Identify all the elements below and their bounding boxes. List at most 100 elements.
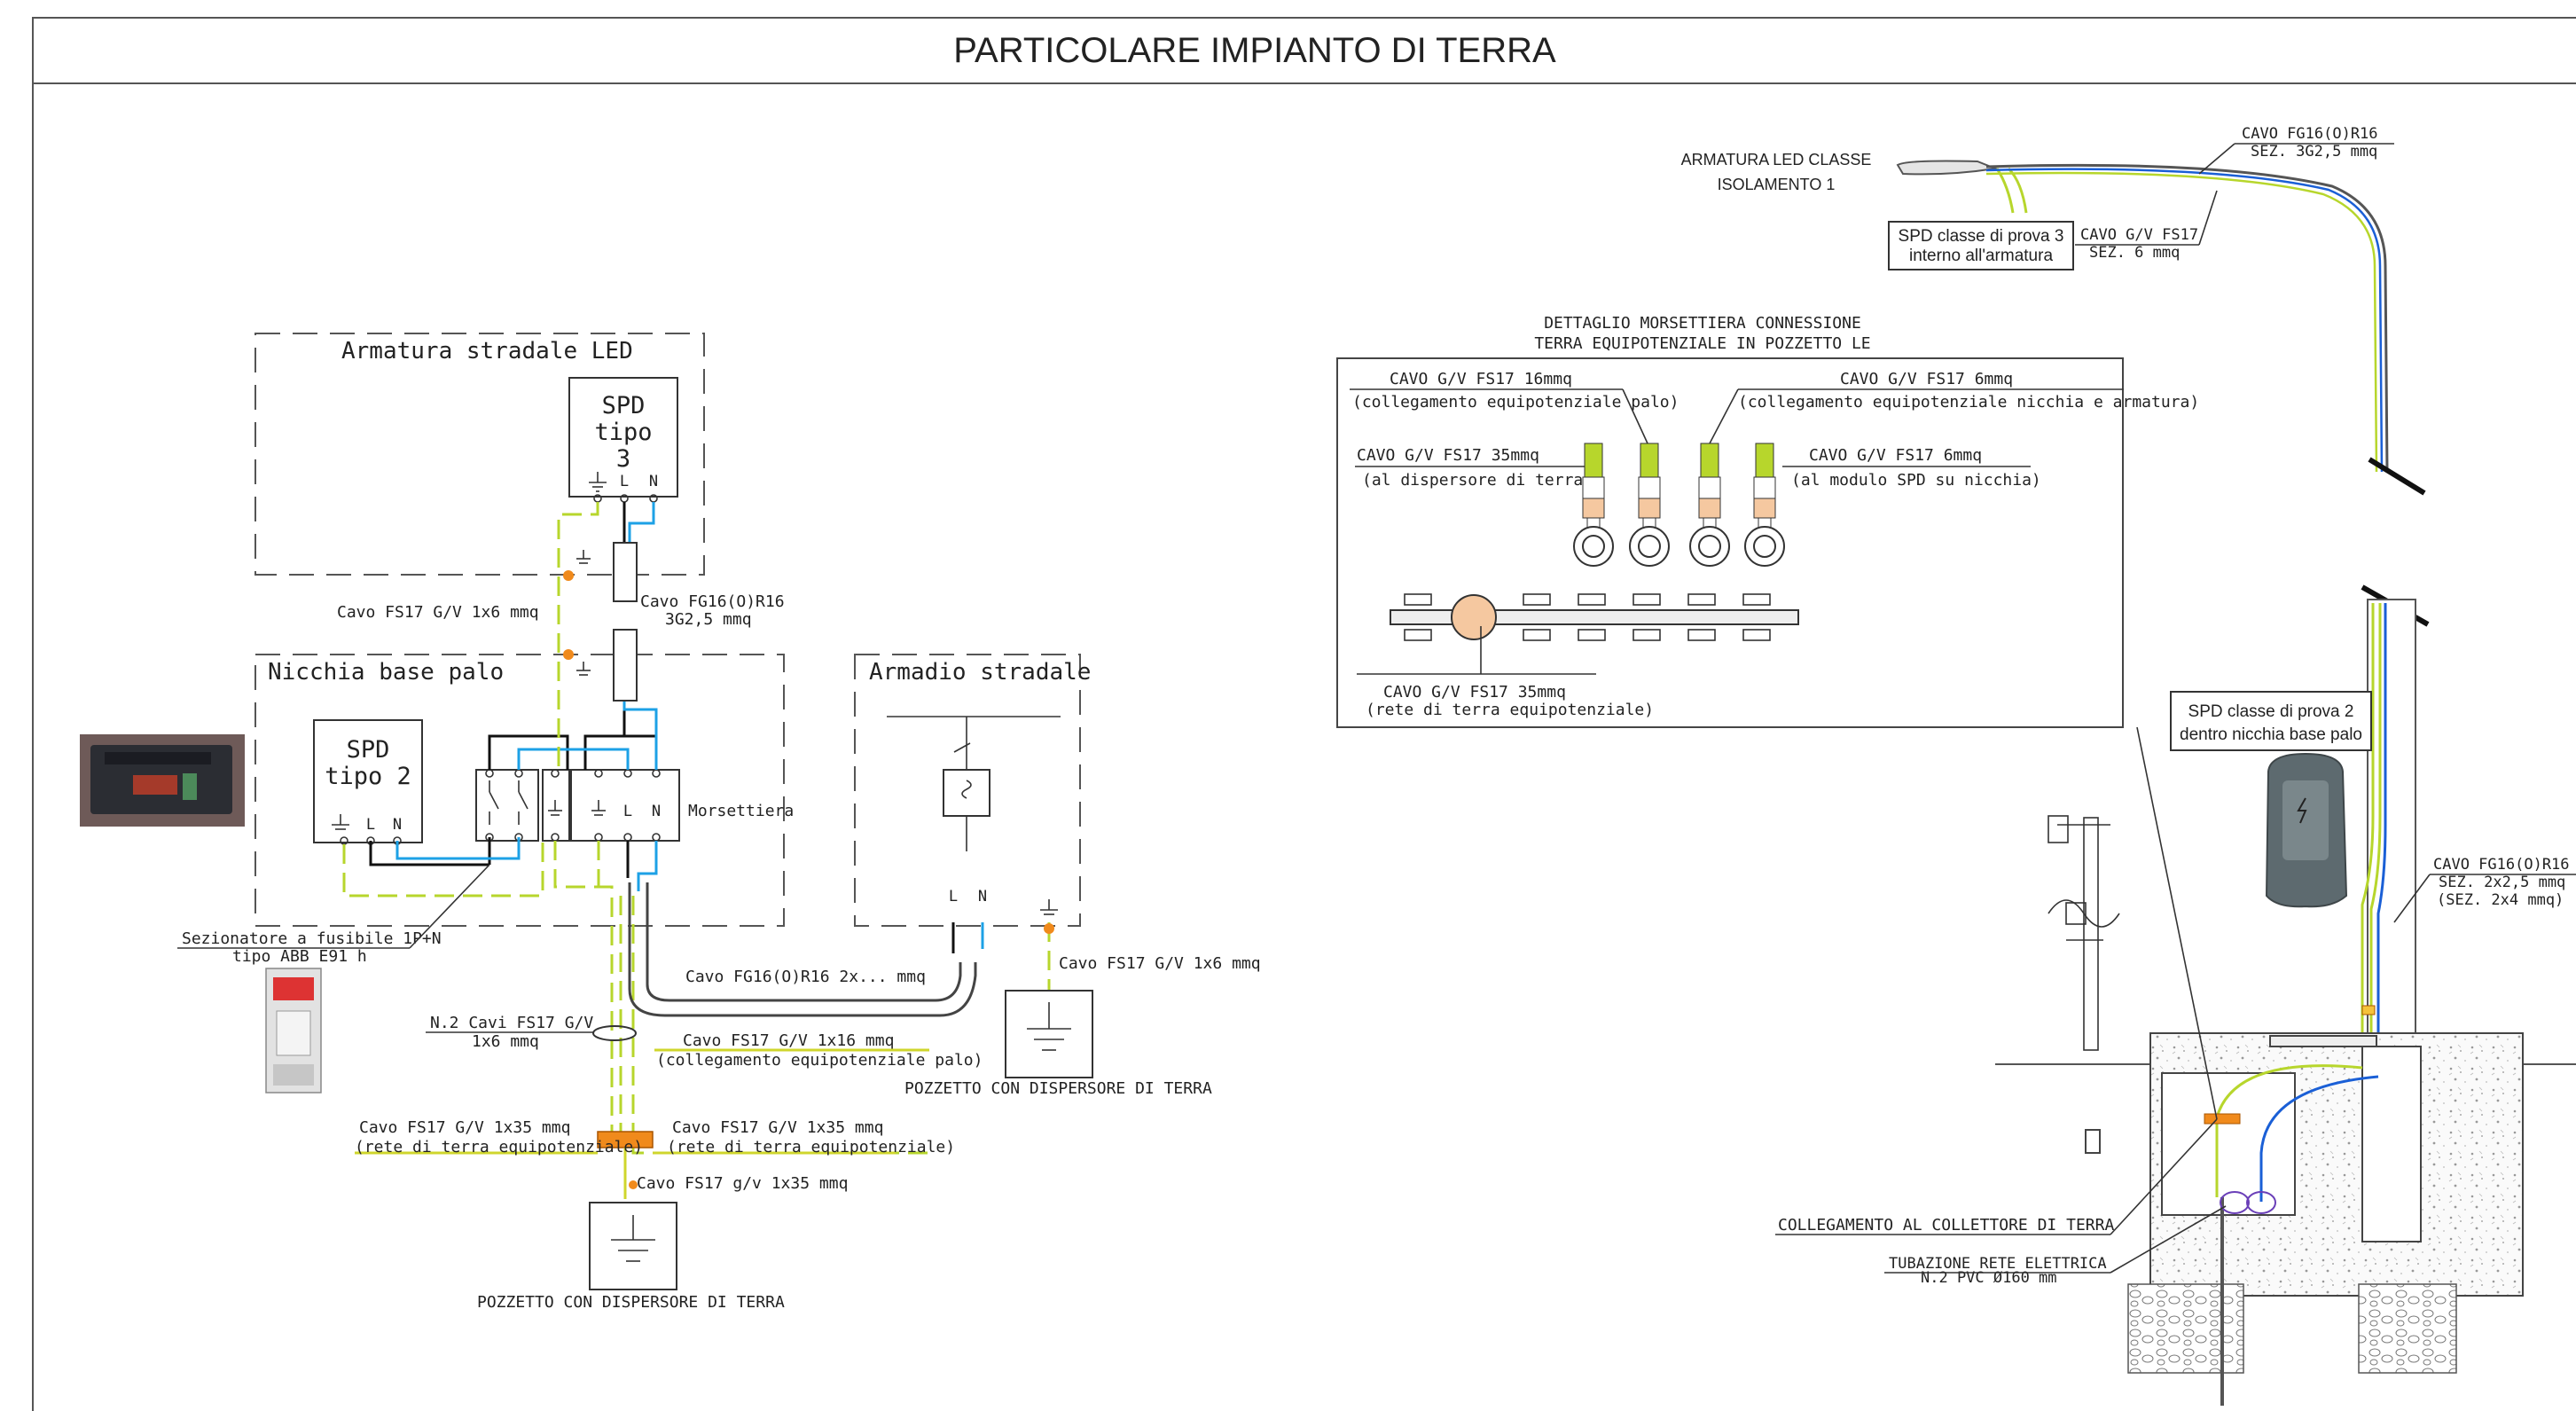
cable-sleeve <box>613 629 638 702</box>
label-n2-cavi-a: N.2 Cavi FS17 G/V <box>430 1014 593 1032</box>
detail-rete-a: CAVO G/V FS17 35mmq <box>1383 683 1566 702</box>
earth-icon <box>591 800 606 816</box>
armadio-term-l: L <box>949 888 958 905</box>
pole-cavo-pole-c: (SEZ. 2x4 mmq) <box>2437 891 2564 909</box>
fuse-disconnector-photo <box>265 968 322 1094</box>
earth-busbar <box>1357 593 1799 675</box>
label-cavo-1x16-a: Cavo FS17 G/V 1x16 mmq <box>683 1031 894 1050</box>
pole-arm <box>1985 163 2389 473</box>
earth-pit-icon <box>611 1215 655 1262</box>
underground-cable <box>628 882 977 1017</box>
detail-c16-a: CAVO G/V FS17 16mmq <box>1390 370 1572 388</box>
pole-cavo-top-a: CAVO FG16(O)R16 <box>2242 125 2378 143</box>
ground-bar <box>542 769 570 842</box>
armatura-box-label: Armatura stradale LED <box>341 338 633 365</box>
pole-collettore: COLLEGAMENTO AL COLLETTORE DI TERRA <box>1778 1216 2114 1235</box>
spd3-label-2: tipo <box>594 419 652 446</box>
armadio-box <box>854 654 1081 927</box>
pole-socket <box>2361 1046 2422 1242</box>
pole-wire-blue <box>2376 603 2387 1077</box>
morsettiera-term-l: L <box>623 803 632 820</box>
leader-detail-to-pit <box>2136 726 2218 1120</box>
earth-icon <box>548 800 562 816</box>
spd-enclosure-photo <box>2265 752 2348 908</box>
cable-sleeve <box>613 542 638 602</box>
sezionatore-box <box>475 769 539 842</box>
breaker-symbol <box>953 742 972 799</box>
switch-icon <box>489 780 529 825</box>
cable-lugs <box>1573 443 1785 567</box>
detail-c6-a: CAVO G/V FS17 6mmq <box>1840 370 2013 388</box>
small-marker <box>2085 1129 2101 1154</box>
spd3-term-n: N <box>649 473 658 490</box>
pole-arm-blue <box>1985 168 2384 473</box>
earth-icon <box>1040 899 1058 915</box>
pole-cavo-top-b: SEZ. 3G2,5 mmq <box>2251 143 2377 161</box>
cable-bundle-marker <box>592 1025 637 1041</box>
nicchia-box-label: Nicchia base palo <box>268 659 504 686</box>
spd2-label-1: SPD <box>347 736 390 764</box>
armatura-box <box>254 333 705 576</box>
earth-icon <box>576 550 591 564</box>
spd3-term-l: L <box>620 473 629 490</box>
armadio-box-label: Armadio stradale <box>869 659 1091 686</box>
junction-dots <box>563 570 1054 1189</box>
leader-sezionatore-arrow <box>409 864 490 949</box>
earth-icon <box>332 814 349 830</box>
label-n2-cavi-b: 1x6 mmq <box>472 1032 539 1051</box>
spd3-label-1: SPD <box>602 392 646 419</box>
spd-module-photo <box>80 734 245 827</box>
pole-cavo-pole-a: CAVO FG16(O)R16 <box>2433 856 2570 874</box>
pole-spd2-a: SPD classe di prova 2 <box>2188 702 2354 721</box>
breaker-icon <box>943 769 990 817</box>
conduit-left <box>2220 1191 2250 1214</box>
blue-wires <box>395 502 984 949</box>
label-pozzetto-bottom: POZZETTO CON DISPERSORE DI TERRA <box>477 1293 785 1312</box>
side-pole-detail <box>2047 815 2120 1051</box>
gravel-base-left <box>2127 1283 2244 1374</box>
foundation-ground-wire <box>2215 1064 2363 1197</box>
pole-cavo-fs17-b: SEZ. 6 mmq <box>2089 244 2180 262</box>
pole-spd2-b: dentro nicchia base palo <box>2180 725 2362 744</box>
detail-c35-b: (al dispersore di terra) <box>1362 471 1593 490</box>
detail-c35-a: CAVO G/V FS17 35mmq <box>1357 446 1539 465</box>
spd3-box <box>568 377 678 498</box>
detail-rete-b: (rete di terra equipotenziale) <box>1366 701 1654 719</box>
foundation-blue-wire <box>2259 1075 2379 1202</box>
label-cavo-fg16-a: Cavo FG16(O)R16 <box>640 592 785 611</box>
label-cavo-1x35-right-a: Cavo FS17 G/V 1x35 mmq <box>672 1118 883 1137</box>
pit-collector <box>2204 1113 2241 1125</box>
morsettiera-label: Morsettiera <box>688 802 794 820</box>
earth-pit-icon <box>1027 1002 1071 1051</box>
label-cavo-fs17-1x6-right: Cavo FS17 G/V 1x6 mmq <box>1059 954 1261 973</box>
spd2-term-n: N <box>393 816 402 834</box>
cable-tag <box>2361 1005 2376 1015</box>
spd3-pole-box <box>1888 221 2074 270</box>
detail-title-b: TERRA EQUIPOTENZIALE IN POZZETTO LE <box>1534 334 1870 353</box>
pole-cavo-pole-b: SEZ. 2x2,5 mmq <box>2439 874 2565 891</box>
pole-armatura-a: ARMATURA LED CLASSE <box>1681 151 1872 169</box>
label-cavo-1x35-right-b: (rete di terra equipotenziale) <box>667 1138 955 1156</box>
label-cavo-fg16-b: 3G2,5 mmq <box>665 610 752 629</box>
label-sezionatore-b: tipo ABB E91 h <box>232 947 367 966</box>
label-sezionatore-a: Sezionatore a fusibile 1P+N <box>182 929 442 948</box>
spd2-label-2: tipo 2 <box>325 763 411 790</box>
pole-armatura-b: ISOLAMENTO 1 <box>1718 176 1836 193</box>
pole-spd3-a: SPD classe di prova 3 <box>1899 227 2064 246</box>
morsettiera-term-n: N <box>652 803 661 820</box>
detail-c16-b: (collegamento equipotenziale palo) <box>1352 393 1679 412</box>
spd2-term-l: L <box>366 816 375 834</box>
detail-title-a: DETTAGLIO MORSETTIERA CONNESSIONE <box>1544 314 1861 333</box>
label-cavo-1x35-down: Cavo FS17 g/v 1x35 mmq <box>637 1174 848 1193</box>
label-cavo-fs17-1x6-left: Cavo FS17 G/V 1x6 mmq <box>337 603 539 622</box>
luminaire-leads <box>1995 167 2028 214</box>
pole-flange-top <box>2368 457 2426 496</box>
pole-arm-green <box>1985 171 2378 473</box>
pole-tubazione-a: TUBAZIONE RETE ELETTRICA <box>1889 1255 2107 1273</box>
pole-cavo-fs17-a: CAVO G/V FS17 <box>2080 226 2198 244</box>
armadio-term-n: N <box>978 888 987 905</box>
pit-cover <box>2269 1035 2377 1047</box>
detail-c6-b: (collegamento equipotenziale nicchia e a… <box>1738 393 2199 412</box>
nicchia-box <box>254 654 785 927</box>
